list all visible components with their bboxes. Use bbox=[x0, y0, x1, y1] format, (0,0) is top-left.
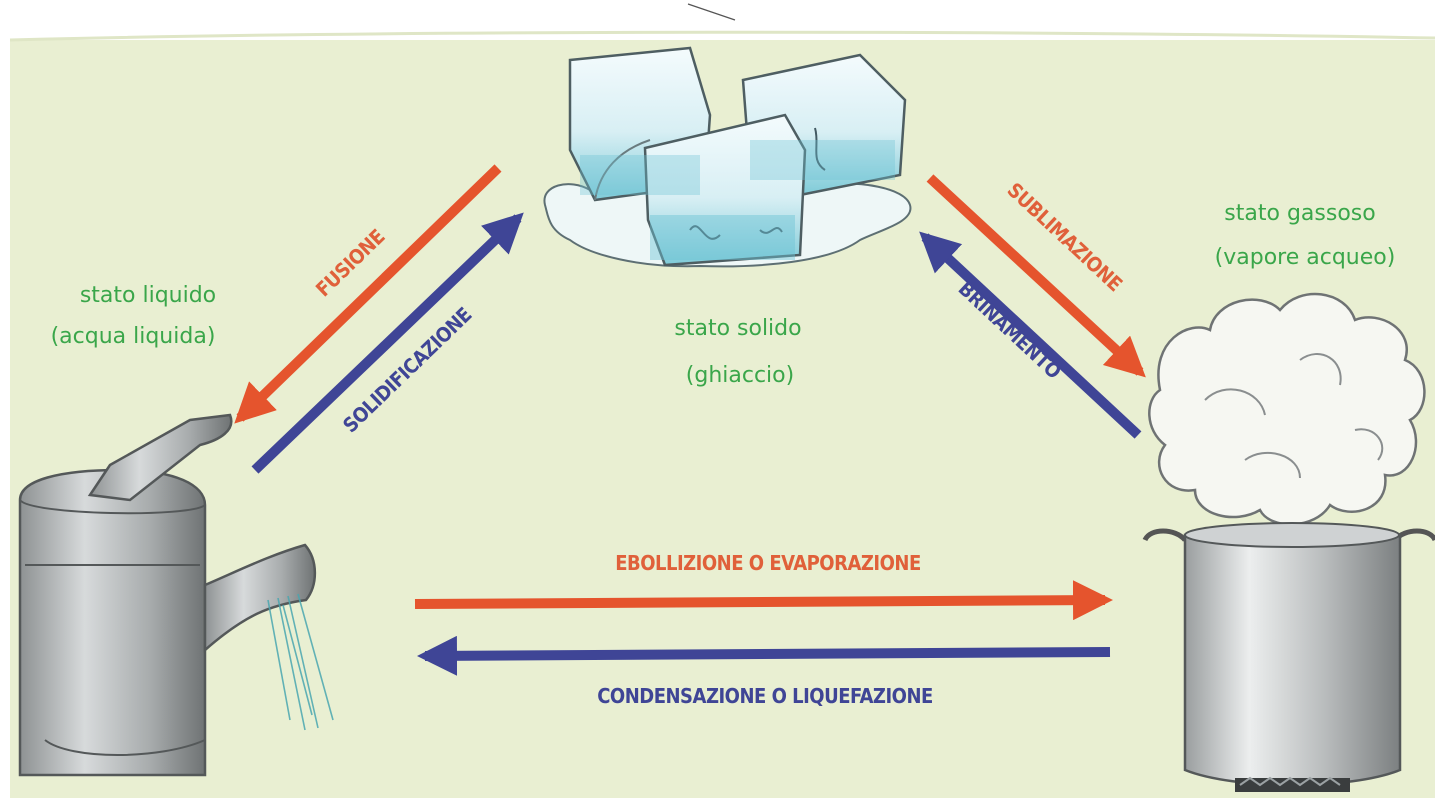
liquid-state-sublabel: (acqua liquida) bbox=[51, 324, 216, 349]
solidificazione-arrow bbox=[251, 212, 524, 474]
liquid-state-label: stato liquido bbox=[80, 283, 216, 308]
brinamento-arrow bbox=[919, 231, 1142, 439]
condensazione-label: CONDENSAZIONE O LIQUEFAZIONE bbox=[597, 684, 933, 708]
ebollizione-label: EBOLLIZIONE O EVAPORAZIONE bbox=[615, 551, 921, 575]
condensazione-arrow bbox=[417, 635, 1111, 676]
water-stream-icon bbox=[267, 593, 334, 731]
gas-state-label: stato gassoso bbox=[1224, 201, 1375, 226]
logo-mark-icon bbox=[687, 3, 736, 21]
ice-cubes-icon bbox=[543, 46, 912, 268]
solid-state-sublabel: (ghiaccio) bbox=[686, 363, 794, 388]
frame-top-edge bbox=[9, 30, 1435, 42]
fusione-arrow bbox=[234, 164, 502, 424]
solid-state-label: stato solido bbox=[674, 316, 801, 341]
steaming-pot-icon bbox=[1142, 292, 1435, 792]
sublimazione-arrow bbox=[926, 174, 1146, 378]
faucet-icon bbox=[18, 413, 334, 777]
gas-state-sublabel: (vapore acqueo) bbox=[1215, 245, 1396, 270]
ebollizione-arrow bbox=[414, 580, 1113, 621]
